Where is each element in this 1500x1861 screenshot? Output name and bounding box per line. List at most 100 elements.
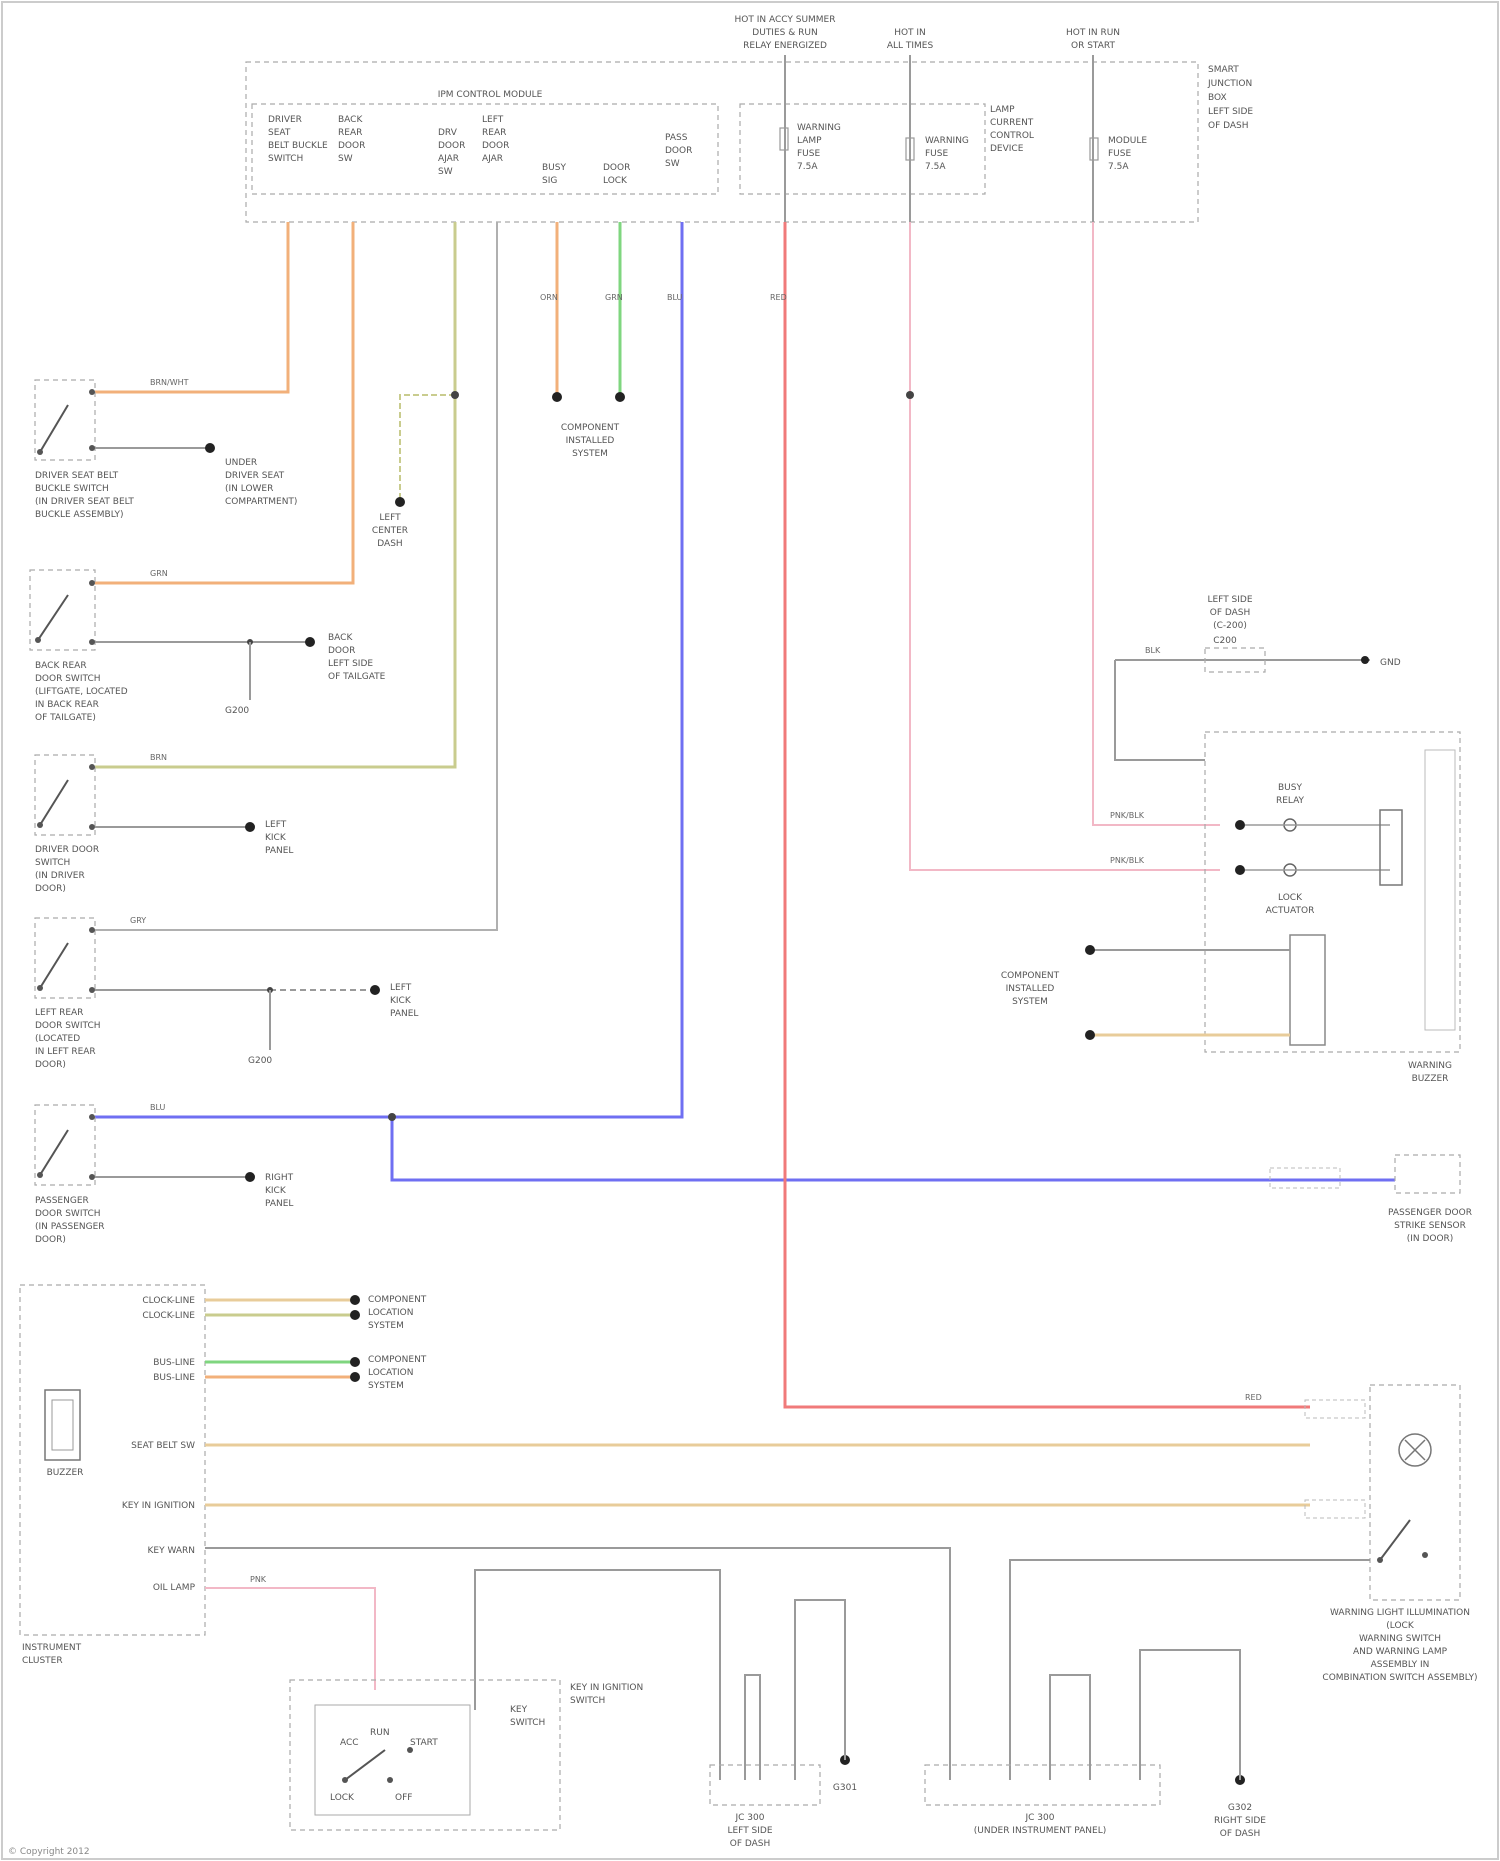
svg-text:WARNING: WARNING bbox=[1408, 1061, 1452, 1071]
svg-text:CENTER: CENTER bbox=[372, 526, 408, 536]
svg-text:BUCKLE SWITCH: BUCKLE SWITCH bbox=[35, 484, 109, 494]
wire-pink-run bbox=[1093, 222, 1220, 825]
svg-text:BUCKLE ASSEMBLY): BUCKLE ASSEMBLY) bbox=[35, 510, 124, 520]
svg-text:DRIVER: DRIVER bbox=[268, 115, 302, 125]
svg-text:PNK/BLK: PNK/BLK bbox=[1110, 811, 1145, 820]
svg-text:DUTIES & RUN: DUTIES & RUN bbox=[752, 28, 817, 38]
svg-text:AJAR: AJAR bbox=[438, 154, 459, 164]
ground-label-driver-seat: UNDER DRIVER SEAT (IN LOWER COMPARTMENT) bbox=[225, 458, 297, 507]
svg-text:G200: G200 bbox=[248, 1056, 272, 1066]
svg-text:RUN: RUN bbox=[370, 1728, 390, 1738]
switch-left-rear-door: LEFT REAR DOOR SWITCH (LOCATED IN LEFT R… bbox=[35, 918, 380, 1070]
svg-text:PASSENGER DOOR: PASSENGER DOOR bbox=[1388, 1208, 1472, 1218]
ground-label-passenger: RIGHT KICK PANEL bbox=[265, 1173, 294, 1209]
svg-text:DOOR): DOOR) bbox=[35, 1235, 66, 1245]
feed-label-hot-accy: HOT IN ACCY SUMMER DUTIES & RUN RELAY EN… bbox=[735, 15, 836, 51]
svg-text:LOCK: LOCK bbox=[1278, 893, 1303, 903]
svg-text:OIL LAMP: OIL LAMP bbox=[153, 1583, 196, 1593]
svg-text:STRIKE SENSOR: STRIKE SENSOR bbox=[1394, 1221, 1466, 1231]
svg-text:KEY WARN: KEY WARN bbox=[148, 1546, 196, 1556]
svg-text:SWITCH: SWITCH bbox=[35, 858, 70, 868]
svg-text:WARNING: WARNING bbox=[797, 123, 841, 133]
svg-text:FUSE: FUSE bbox=[1108, 149, 1131, 159]
svg-text:DRV: DRV bbox=[438, 128, 458, 138]
copyright-text: © Copyright 2012 bbox=[8, 1847, 90, 1857]
svg-text:SWITCH: SWITCH bbox=[268, 154, 303, 164]
pin-label-door-lock: DOOR LOCK bbox=[603, 163, 630, 186]
svg-text:IN LEFT REAR: IN LEFT REAR bbox=[35, 1047, 96, 1057]
svg-text:SYSTEM: SYSTEM bbox=[368, 1381, 404, 1391]
svg-text:BUSY: BUSY bbox=[542, 163, 566, 173]
svg-text:ACTUATOR: ACTUATOR bbox=[1266, 906, 1315, 916]
svg-text:BLK: BLK bbox=[1145, 646, 1161, 655]
svg-text:(LOCK: (LOCK bbox=[1386, 1621, 1415, 1631]
svg-text:LOCK: LOCK bbox=[603, 176, 628, 186]
svg-text:OF DASH: OF DASH bbox=[1208, 121, 1249, 131]
svg-text:INSTRUMENT: INSTRUMENT bbox=[22, 1643, 82, 1653]
feed-label-hot-all-times: HOT IN ALL TIMES bbox=[887, 28, 934, 51]
svg-text:FUSE: FUSE bbox=[797, 149, 820, 159]
svg-text:G200: G200 bbox=[225, 706, 249, 716]
svg-text:UNDER: UNDER bbox=[225, 458, 257, 468]
svg-text:DOOR: DOOR bbox=[603, 163, 630, 173]
connector-jc300-left: JC 300 LEFT SIDE OF DASH G301 bbox=[710, 1600, 857, 1849]
pin-label-seat-belt: DRIVER SEAT BELT BUCKLE SWITCH bbox=[268, 115, 328, 164]
svg-text:SEAT BELT SW: SEAT BELT SW bbox=[131, 1441, 195, 1451]
ground-label-left-rear: LEFT KICK PANEL G200 bbox=[248, 983, 418, 1066]
svg-text:OR START: OR START bbox=[1071, 41, 1115, 51]
svg-text:LAMP: LAMP bbox=[990, 105, 1015, 115]
svg-text:LOCK: LOCK bbox=[330, 1793, 355, 1803]
cluster-bus-dots: COMPONENT LOCATION SYSTEM COMPONENT LOCA… bbox=[350, 1295, 427, 1391]
svg-text:SW: SW bbox=[338, 154, 353, 164]
svg-text:(LOCATED: (LOCATED bbox=[35, 1034, 80, 1044]
svg-text:OFF: OFF bbox=[395, 1793, 412, 1803]
svg-text:COMPARTMENT): COMPARTMENT) bbox=[225, 497, 297, 507]
svg-text:DOOR: DOOR bbox=[338, 141, 365, 151]
pin-label-left-rear: LEFT REAR DOOR AJAR bbox=[482, 115, 509, 164]
svg-text:COMPONENT: COMPONENT bbox=[561, 423, 620, 433]
svg-text:BRN/WHT: BRN/WHT bbox=[150, 378, 189, 387]
svg-text:7.5A: 7.5A bbox=[925, 162, 946, 172]
svg-text:OF DASH: OF DASH bbox=[1210, 608, 1251, 618]
svg-text:INSTALLED: INSTALLED bbox=[1006, 984, 1055, 994]
svg-text:PASS: PASS bbox=[665, 133, 688, 143]
svg-text:RELAY: RELAY bbox=[1276, 796, 1305, 806]
svg-text:C200: C200 bbox=[1213, 636, 1237, 646]
wire-pass-door-branch bbox=[392, 1117, 1395, 1180]
svg-text:RIGHT: RIGHT bbox=[265, 1173, 294, 1183]
svg-text:RELAY ENERGIZED: RELAY ENERGIZED bbox=[743, 41, 827, 51]
svg-text:ASSEMBLY IN: ASSEMBLY IN bbox=[1371, 1660, 1430, 1670]
wire-driver-door-branch bbox=[400, 395, 455, 502]
svg-text:ALL TIMES: ALL TIMES bbox=[887, 41, 934, 51]
svg-text:WARNING: WARNING bbox=[925, 136, 969, 146]
svg-text:CLOCK-LINE: CLOCK-LINE bbox=[142, 1296, 195, 1306]
switch-passenger-door: PASSENGER DOOR SWITCH (IN PASSENGER DOOR… bbox=[35, 1105, 255, 1245]
svg-text:LEFT SIDE: LEFT SIDE bbox=[727, 1826, 772, 1836]
pin-label-busy: BUSY SIG bbox=[542, 163, 566, 186]
pin-label-pass-door: PASS DOOR SW bbox=[665, 133, 692, 169]
svg-text:RED: RED bbox=[770, 293, 787, 302]
svg-text:SEAT: SEAT bbox=[268, 128, 291, 138]
svg-text:PANEL: PANEL bbox=[390, 1009, 418, 1019]
svg-text:JC 300: JC 300 bbox=[735, 1813, 765, 1823]
svg-text:OF DASH: OF DASH bbox=[1220, 1829, 1261, 1839]
svg-text:KEY: KEY bbox=[510, 1705, 528, 1715]
wire-ign-feed bbox=[475, 1570, 720, 1780]
svg-text:7.5A: 7.5A bbox=[1108, 162, 1129, 172]
svg-text:COMPONENT: COMPONENT bbox=[368, 1295, 427, 1305]
svg-text:BRN: BRN bbox=[150, 753, 167, 762]
svg-text:LEFT REAR: LEFT REAR bbox=[35, 1008, 83, 1018]
svg-text:GRY: GRY bbox=[130, 916, 146, 925]
key-in-ignition-switch: ACC RUN START LOCK OFF KEY SWITCH KEY IN… bbox=[290, 1680, 643, 1830]
svg-text:PNK/BLK: PNK/BLK bbox=[1110, 856, 1145, 865]
svg-text:KICK: KICK bbox=[390, 996, 412, 1006]
svg-text:MODULE: MODULE bbox=[1108, 136, 1147, 146]
connector-jc300-right: JC 300 (UNDER INSTRUMENT PANEL) G302 RIG… bbox=[925, 1650, 1266, 1839]
left-lower-label: LEFT CENTER DASH bbox=[372, 513, 408, 549]
svg-text:GRN: GRN bbox=[605, 293, 623, 302]
svg-text:LEFT: LEFT bbox=[390, 983, 412, 993]
svg-text:LAMP: LAMP bbox=[797, 136, 822, 146]
svg-text:ORN: ORN bbox=[540, 293, 558, 302]
svg-text:DRIVER SEAT: DRIVER SEAT bbox=[225, 471, 285, 481]
